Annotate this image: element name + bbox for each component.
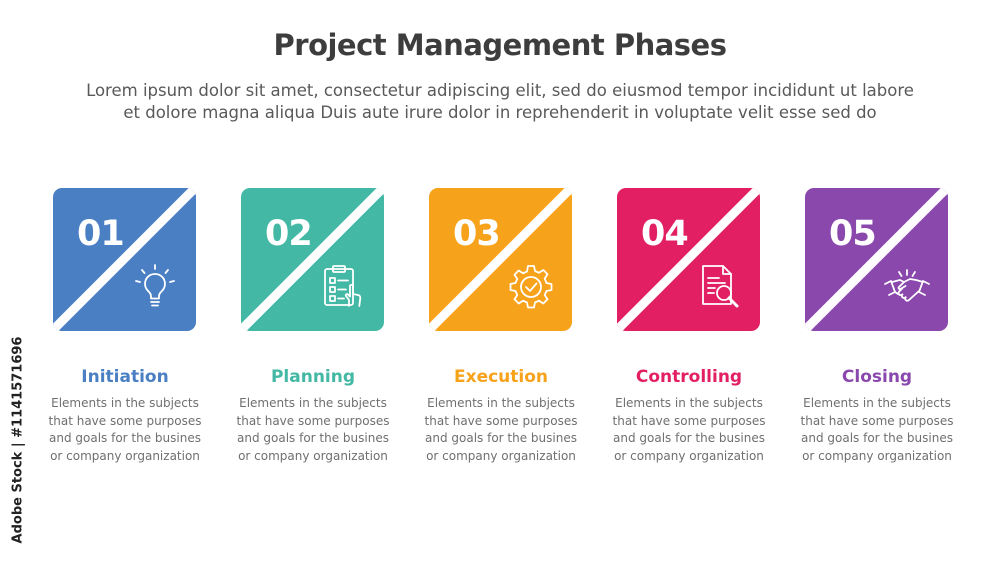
- phase-closing: 05 Closing Elements in the subjects that…: [797, 188, 957, 465]
- desc-line: and goals for the busines: [613, 431, 765, 445]
- phase-tile: 04: [617, 188, 760, 331]
- desc-line: that have some purposes: [236, 413, 390, 428]
- phase-label: Execution: [453, 367, 549, 387]
- phase-description: Elements in the subjects that have some …: [45, 395, 205, 465]
- handshake-icon: [884, 269, 930, 302]
- desc-line: or company organization: [426, 448, 576, 463]
- desc-line: that have some purposes: [800, 413, 954, 428]
- phase-tile: 05: [805, 188, 948, 331]
- desc-line: or company organization: [50, 448, 200, 463]
- document-search-icon: [702, 265, 739, 308]
- desc-line: Elements in the subjects: [803, 396, 951, 410]
- phase-description: Elements in the subjects that have some …: [609, 395, 769, 465]
- phase-label: Controlling: [635, 367, 743, 387]
- desc-line: and goals for the busines: [425, 431, 577, 445]
- desc-line: and goals for the busines: [237, 431, 389, 445]
- phase-number: 04: [641, 214, 689, 254]
- phase-number: 01: [77, 214, 125, 254]
- desc-line: and goals for the busines: [801, 431, 953, 445]
- phase-controlling: 04 Controlling Elements in the subjects …: [609, 188, 769, 465]
- subtitle-line: et dolore magna aliqua Duis aute irure d…: [123, 103, 877, 122]
- gear-check-icon: [509, 265, 553, 309]
- phase-description: Elements in the subjects that have some …: [233, 395, 393, 465]
- phase-initiation: 01 Initiation Elements in the subjects t…: [45, 188, 205, 465]
- phase-description: Elements in the subjects that have some …: [421, 395, 581, 465]
- stock-watermark: Adobe Stock | #1141571696: [8, 325, 28, 555]
- phase-label: Planning: [270, 367, 356, 387]
- phase-label: Closing: [841, 367, 913, 387]
- phase-description: Elements in the subjects that have some …: [797, 395, 957, 465]
- phase-tile: 01: [53, 188, 196, 331]
- desc-line: that have some purposes: [612, 413, 766, 428]
- phase-number: 05: [829, 214, 877, 254]
- watermark-text: Adobe Stock | #1141571696: [10, 336, 26, 544]
- phase-tile: 02: [241, 188, 384, 331]
- desc-line: Elements in the subjects: [239, 396, 387, 410]
- lightbulb-icon: [135, 264, 175, 307]
- desc-line: that have some purposes: [424, 413, 578, 428]
- desc-line: that have some purposes: [48, 413, 202, 428]
- desc-line: or company organization: [238, 448, 388, 463]
- page-title: Project Management Phases: [273, 28, 727, 62]
- phase-label: Initiation: [81, 367, 169, 387]
- phase-execution: 03 Execution Elements in the subjects th…: [421, 188, 581, 465]
- desc-line: Elements in the subjects: [427, 396, 575, 410]
- phase-number: 03: [453, 214, 501, 254]
- desc-line: or company organization: [614, 448, 764, 463]
- desc-line: Elements in the subjects: [615, 396, 763, 410]
- subtitle-line: Lorem ipsum dolor sit amet, consectetur …: [86, 81, 914, 100]
- page-subtitle: Lorem ipsum dolor sit amet, consectetur …: [30, 80, 970, 124]
- phase-tile: 03: [429, 188, 572, 331]
- desc-line: or company organization: [802, 448, 952, 463]
- desc-line: and goals for the busines: [49, 431, 201, 445]
- phase-number: 02: [265, 214, 313, 254]
- clipboard-checklist-icon: [324, 265, 362, 307]
- phase-planning: 02 Planning Elements in the subjects tha…: [233, 188, 393, 465]
- desc-line: Elements in the subjects: [51, 396, 199, 410]
